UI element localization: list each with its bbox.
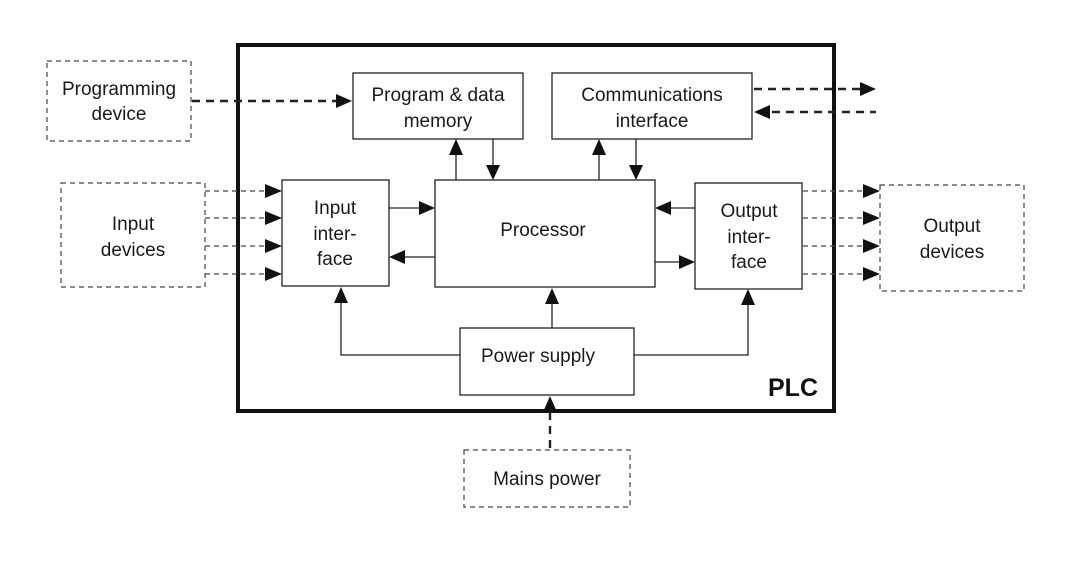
arrowhead-icon: [486, 165, 500, 180]
plc-frame: [236, 43, 836, 413]
output-devices-line-2: devices: [920, 242, 984, 263]
programming-device-line-1: Programming: [62, 79, 176, 100]
input-interface-line-2: inter-: [313, 224, 356, 245]
program-memory-block: Program & data memory: [352, 72, 524, 140]
arrowhead-icon: [419, 201, 435, 215]
input-interface-line-1: Input: [314, 198, 357, 219]
input-signal-lines: [205, 184, 282, 281]
arrowhead-icon: [655, 201, 671, 215]
output-signal-lines: [803, 184, 880, 281]
program-memory-line-2: memory: [404, 111, 473, 132]
arrowhead-icon: [389, 250, 405, 264]
output-devices-block: Output devices: [879, 184, 1025, 292]
processor-label: Processor: [500, 220, 586, 241]
arrowhead-icon: [629, 165, 643, 180]
arrowhead-icon: [449, 139, 463, 155]
input-devices-block: Input devices: [60, 182, 206, 288]
output-interface-block: Output inter- face: [694, 182, 803, 290]
arrowhead-icon: [334, 287, 348, 303]
processor-block: Processor: [434, 179, 656, 288]
input-interface-block: Input inter- face: [281, 179, 390, 287]
arrowhead-icon: [543, 396, 557, 412]
program-memory-line-1: Program & data: [371, 85, 504, 106]
mains-power-block: Mains power: [463, 449, 631, 508]
input-interface-line-3: face: [317, 249, 353, 270]
power-to-output-link: [634, 304, 749, 356]
communications-line-2: interface: [616, 111, 689, 132]
arrowhead-icon: [741, 289, 755, 305]
mains-power-label: Mains power: [493, 469, 601, 490]
communications-line-1: Communications: [581, 85, 723, 106]
output-interface-line-3: face: [731, 252, 767, 273]
power-to-input-link: [340, 302, 460, 356]
communications-interface-block: Communications interface: [551, 72, 753, 140]
power-supply-block: Power supply: [459, 327, 635, 396]
output-devices-line-1: Output: [923, 216, 981, 237]
arrowhead-icon: [679, 255, 695, 269]
arrowhead-icon: [545, 288, 559, 304]
output-interface-line-1: Output: [720, 201, 778, 222]
plc-label: PLC: [768, 374, 818, 402]
programming-device-block: Programming device: [46, 60, 192, 142]
input-devices-line-1: Input: [112, 214, 155, 235]
arrowhead-icon: [592, 139, 606, 155]
output-interface-line-2: inter-: [727, 227, 770, 248]
programming-device-line-2: device: [92, 104, 147, 125]
arrowhead-icon: [860, 82, 876, 96]
arrowhead-icon: [336, 94, 352, 108]
input-devices-line-2: devices: [101, 240, 165, 261]
power-supply-label: Power supply: [481, 346, 596, 367]
arrowhead-icon: [754, 105, 770, 119]
